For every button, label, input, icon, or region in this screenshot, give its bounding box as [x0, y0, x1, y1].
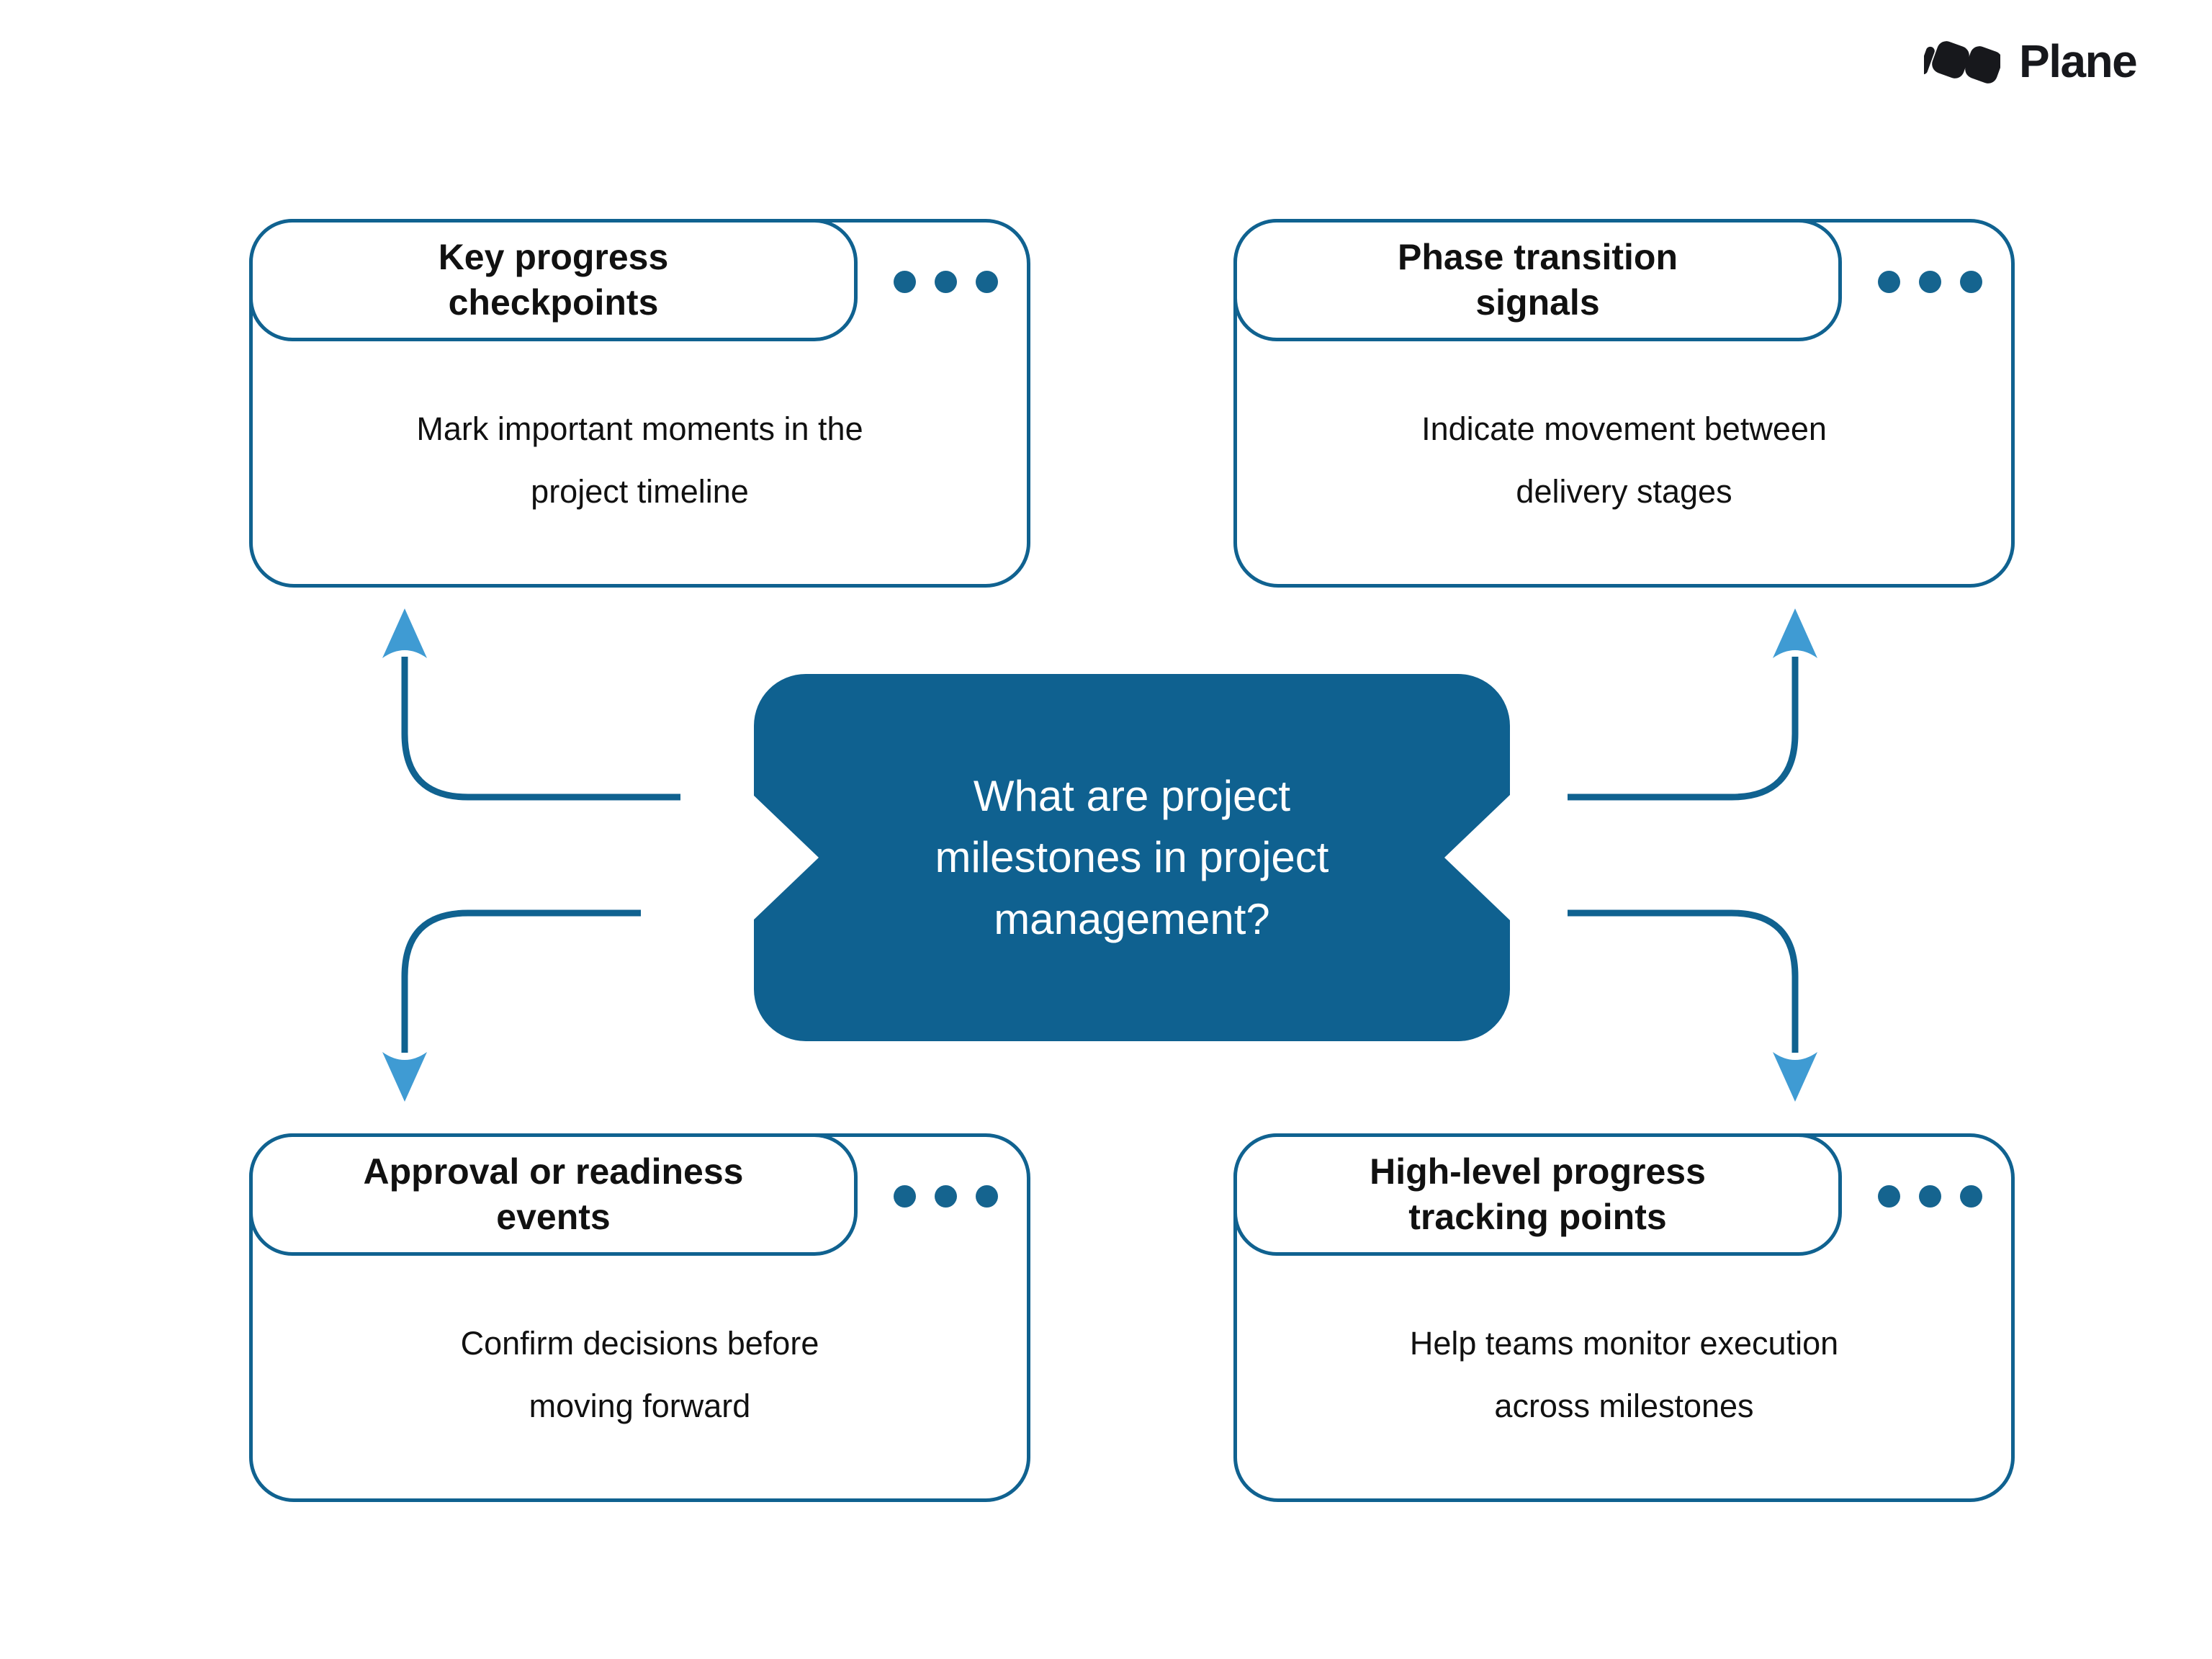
card-key-progress-checkpoints: Key progress checkpoints Mark important … [249, 219, 1030, 588]
ellipsis-icon [858, 1137, 1034, 1256]
card-title: Key progress checkpoints [439, 235, 669, 325]
ellipsis-dot [935, 1185, 957, 1208]
description-line: moving forward [529, 1388, 751, 1424]
arrow-line-bottom-left [401, 909, 641, 1053]
ellipsis-dot [976, 271, 998, 293]
card-description: Confirm decisions before moving forward [274, 1263, 1005, 1488]
plane-logo-icon [1924, 41, 2000, 84]
ellipsis-dot [935, 271, 957, 293]
card-title-tab: Key progress checkpoints [249, 219, 858, 341]
title-line: events [496, 1197, 611, 1237]
card-phase-transition-signals: Phase transition signals Indicate moveme… [1233, 219, 2015, 588]
arrow-line-top-left [401, 657, 680, 801]
card-description: Mark important moments in the project ti… [274, 349, 1005, 573]
title-line: Phase transition [1398, 237, 1678, 277]
card-title-tab: Phase transition signals [1233, 219, 1842, 341]
ellipsis-dot [1878, 1185, 1900, 1208]
question-line: milestones in project [935, 833, 1329, 882]
description-line: Indicate movement between [1421, 410, 1827, 448]
description-line: Confirm decisions before [460, 1325, 819, 1362]
arrow-line-bottom-right [1568, 909, 1799, 1053]
description-line: delivery stages [1516, 473, 1732, 510]
card-title: Approval or readiness events [364, 1149, 744, 1240]
plane-logo-text: Plane [2019, 35, 2138, 87]
arrowhead-bottom-left [382, 1052, 427, 1102]
arrowhead-top-right [1773, 608, 1817, 658]
card-title: High-level progress tracking points [1370, 1149, 1706, 1240]
card-title-tab: High-level progress tracking points [1233, 1133, 1842, 1256]
center-question-box: What are project milestones in project m… [754, 674, 1510, 1041]
card-high-level-progress-tracking-points: High-level progress tracking points Help… [1233, 1133, 2015, 1502]
title-line: signals [1475, 282, 1600, 323]
description-line: Help teams monitor execution [1409, 1325, 1839, 1362]
ellipsis-dot [1960, 1185, 1982, 1208]
title-line: checkpoints [448, 282, 659, 323]
ellipsis-icon [1842, 1137, 2018, 1256]
card-description: Indicate movement between delivery stage… [1259, 349, 1990, 573]
arrow-line-top-right [1568, 657, 1799, 801]
question-line: management? [994, 894, 1270, 943]
description-line: across milestones [1494, 1388, 1754, 1424]
card-approval-or-readiness-events: Approval or readiness events Confirm dec… [249, 1133, 1030, 1502]
description-line: project timeline [531, 473, 749, 510]
ellipsis-icon [1842, 222, 2018, 341]
title-line: High-level progress [1370, 1151, 1706, 1192]
arrowhead-top-left [382, 608, 427, 658]
card-description: Help teams monitor execution across mile… [1259, 1263, 1990, 1488]
card-title: Phase transition signals [1398, 235, 1678, 325]
ellipsis-dot [1878, 271, 1900, 293]
title-line: Key progress [438, 237, 669, 277]
ellipsis-dot [894, 271, 916, 293]
question-line: What are project [973, 772, 1291, 821]
ellipsis-dot [1919, 271, 1941, 293]
ellipsis-dot [1919, 1185, 1941, 1208]
title-line: Approval or readiness [363, 1151, 744, 1192]
plane-logo: Plane [1924, 35, 2138, 87]
center-question-text: What are project milestones in project m… [935, 765, 1329, 950]
arrowhead-bottom-right [1773, 1052, 1817, 1102]
ellipsis-dot [894, 1185, 916, 1208]
description-line: Mark important moments in the [416, 410, 863, 448]
ellipsis-dot [1960, 271, 1982, 293]
ellipsis-dot [976, 1185, 998, 1208]
ellipsis-icon [858, 222, 1034, 341]
card-title-tab: Approval or readiness events [249, 1133, 858, 1256]
title-line: tracking points [1408, 1197, 1667, 1237]
